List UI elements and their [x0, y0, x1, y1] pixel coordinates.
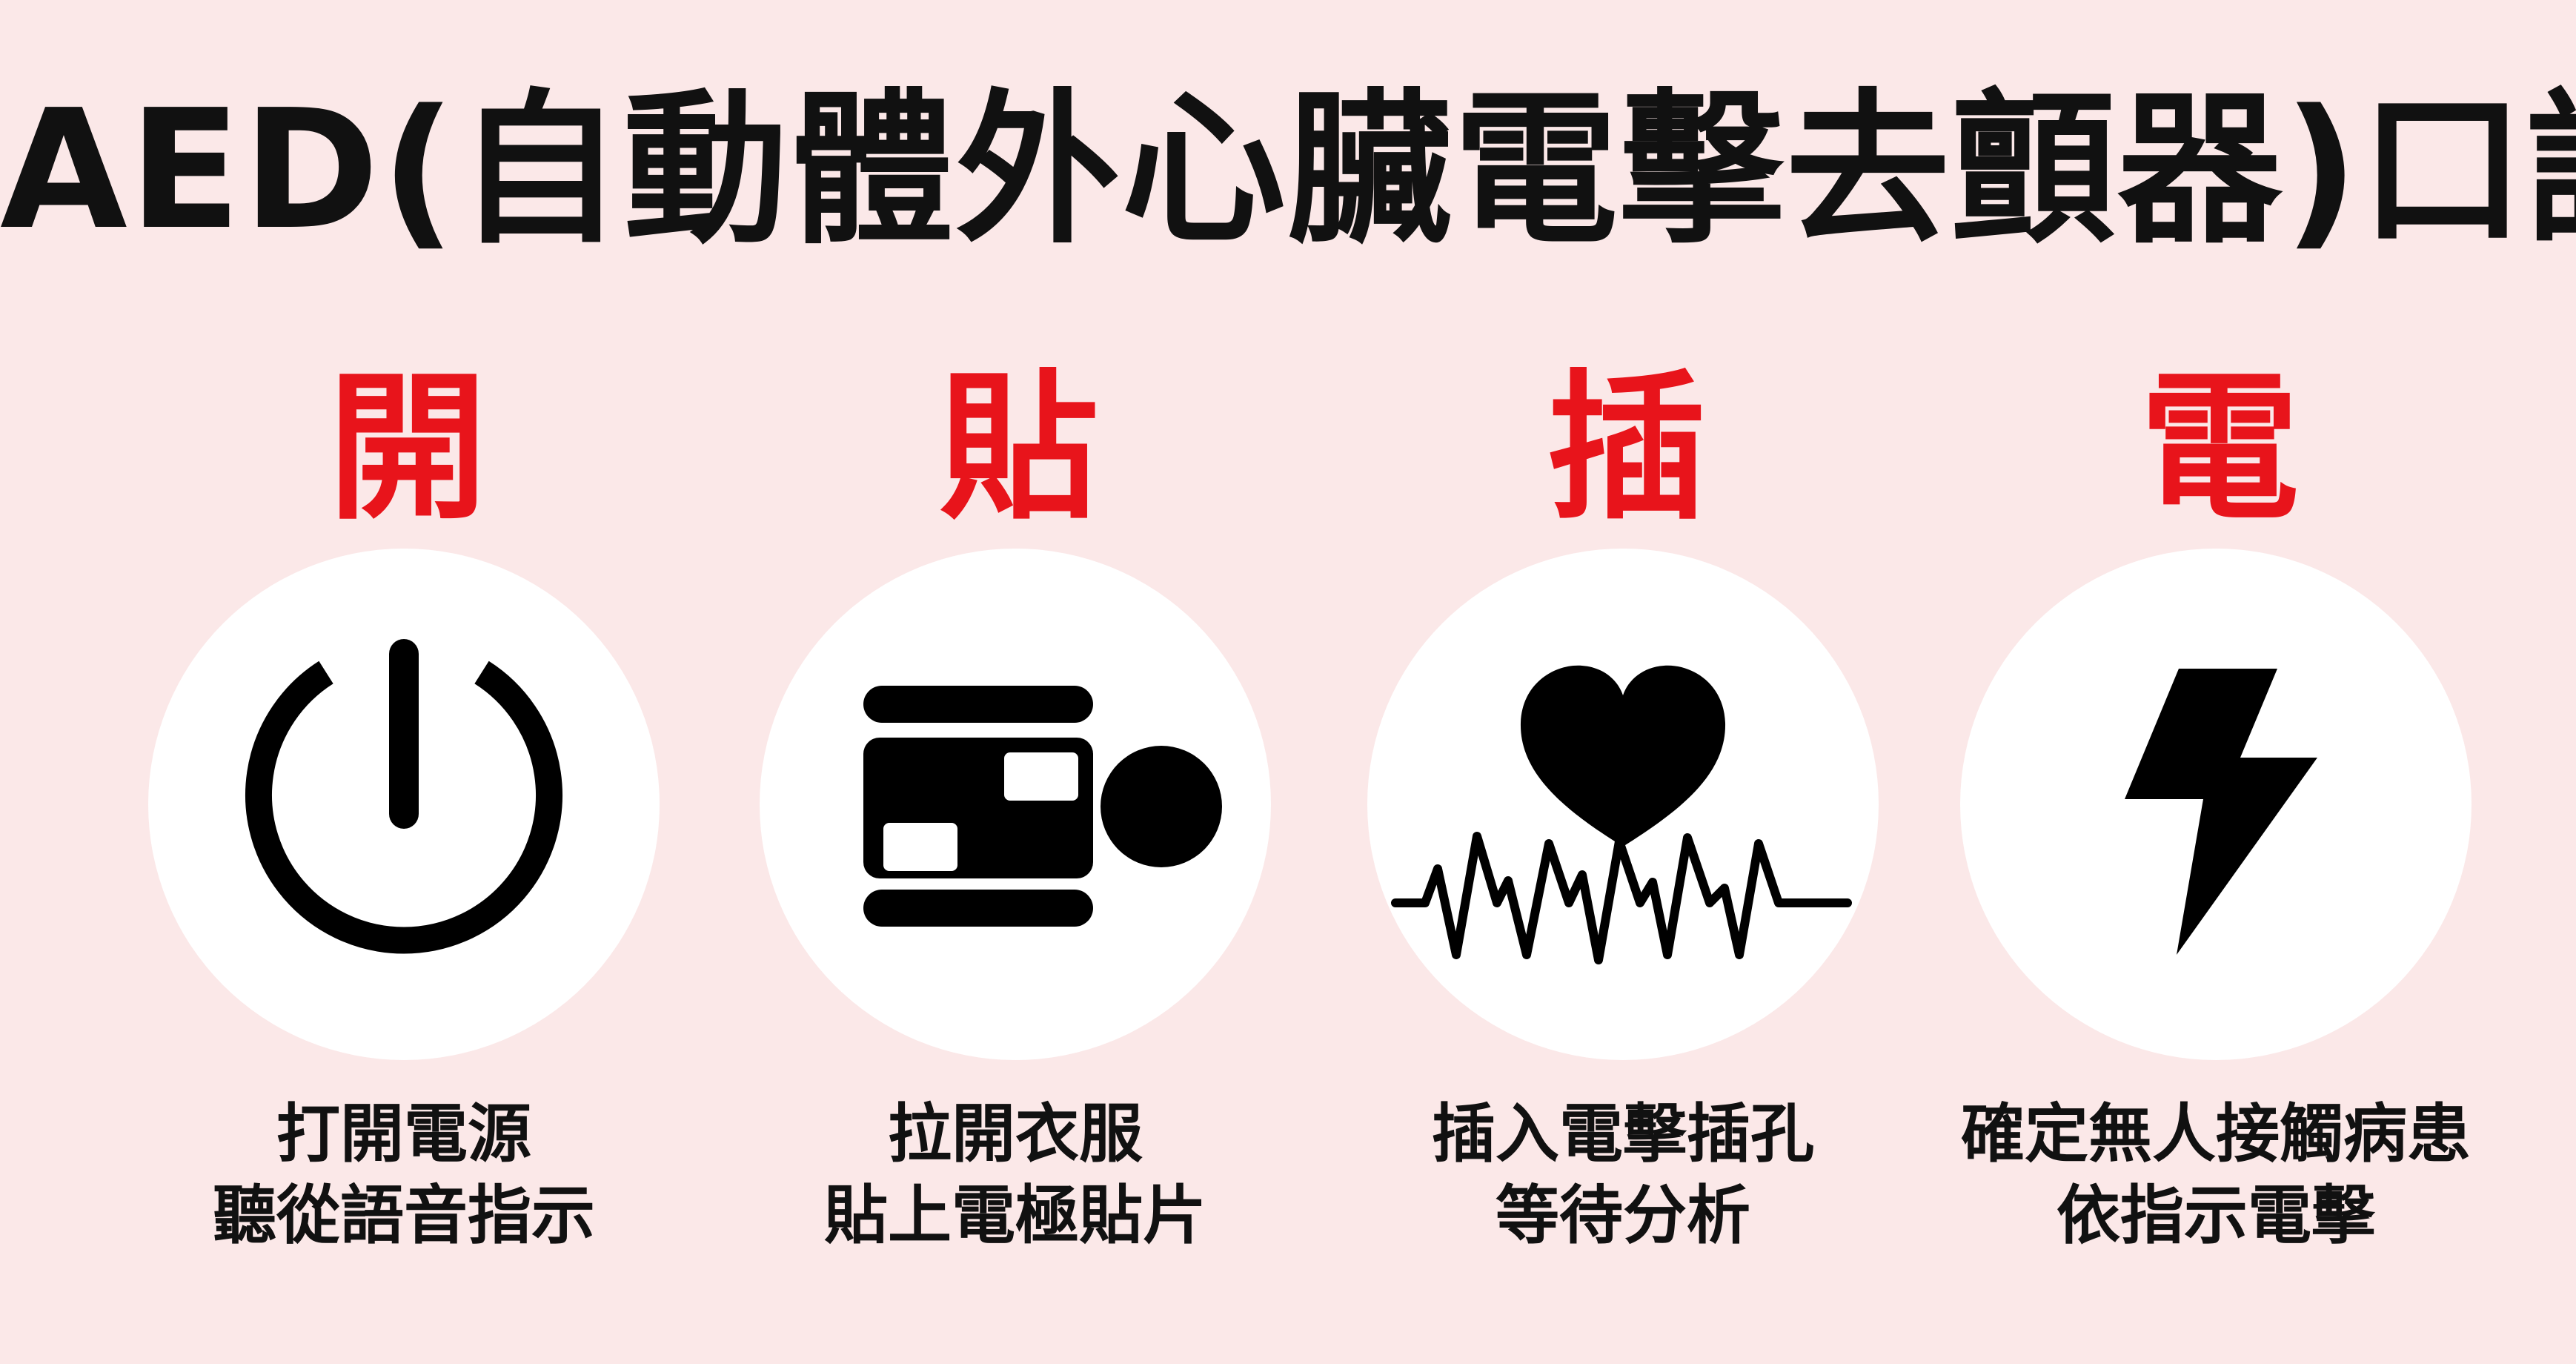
heart-rhythm-icon	[1391, 665, 1852, 964]
step-desc-open: 打開電源 聽從語音指示	[104, 1093, 704, 1257]
electrode-pads-icon	[863, 686, 1222, 927]
step-label-attach: 貼	[939, 355, 1099, 541]
step-desc-line: 等待分析	[1496, 1179, 1750, 1253]
step-desc-line: 插入電擊插孔	[1432, 1097, 1814, 1171]
step-desc-attach: 拉開衣服 貼上電極貼片	[715, 1093, 1315, 1257]
step-shock: 電 確定無人接觸病患 依指示電擊	[1960, 0, 2479, 1364]
step-desc-line: 確定無人接觸病患	[1961, 1097, 2471, 1171]
power-icon	[245, 639, 562, 954]
step-circle-plug	[1367, 549, 1879, 1060]
step-desc-line: 依指示電擊	[2057, 1179, 2375, 1253]
step-circle-open	[148, 549, 660, 1060]
step-circle-shock	[1960, 549, 2472, 1060]
page-title: AED(自動體外心臟電擊去顫器)口訣	[0, 75, 2576, 266]
step-open: 開 打開電源 聽從語音指示	[148, 0, 667, 1364]
step-label-open: 開	[328, 355, 488, 541]
step-desc-shock: 確定無人接觸病患 依指示電擊	[1916, 1093, 2516, 1257]
step-desc-line: 貼上電極貼片	[824, 1179, 1206, 1253]
step-desc-line: 拉開衣服	[888, 1097, 1143, 1171]
lightning-bolt-icon	[2125, 669, 2317, 955]
step-label-shock: 電	[2140, 355, 2300, 541]
step-label-plug: 插	[1547, 355, 1707, 541]
step-circle-attach	[760, 549, 1271, 1060]
step-attach: 貼 拉開衣服 貼上電極貼片	[760, 0, 1278, 1364]
step-desc-line: 聽從語音指示	[213, 1179, 595, 1253]
step-plug: 插 插入電擊插孔 等待分析	[1367, 0, 1886, 1364]
step-desc-plug: 插入電擊插孔 等待分析	[1323, 1093, 1923, 1257]
step-desc-line: 打開電源	[276, 1097, 531, 1171]
